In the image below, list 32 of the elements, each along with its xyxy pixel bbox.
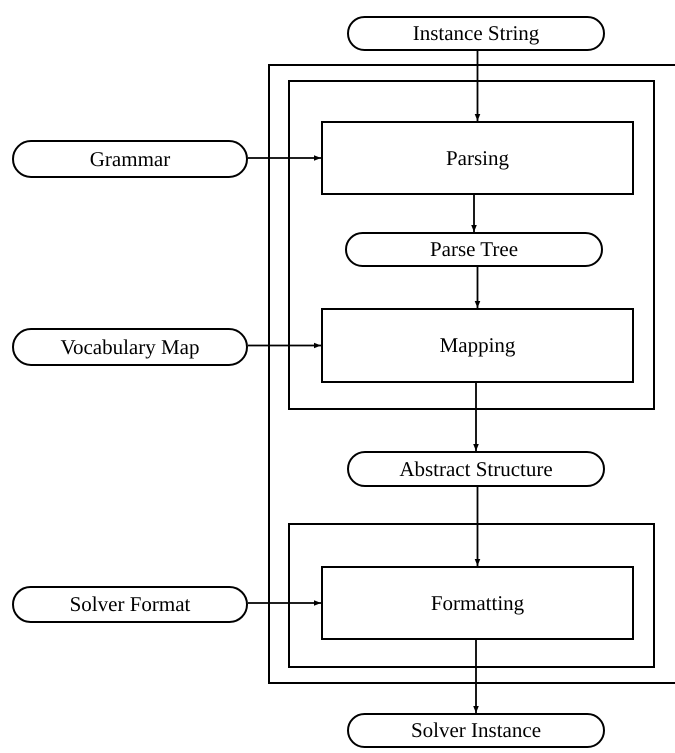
group-frame <box>288 523 655 668</box>
node-label: Solver Format <box>70 592 190 617</box>
data-terminal <box>12 586 248 623</box>
data-terminal <box>12 140 248 178</box>
data-terminal <box>347 713 605 748</box>
node-label: Parsing <box>446 146 509 170</box>
arrow <box>248 342 321 348</box>
data-terminal <box>345 232 603 267</box>
node-label: Solver Instance <box>410 718 542 743</box>
arrow <box>474 267 480 308</box>
data-terminal <box>347 451 605 487</box>
arrow <box>474 487 480 566</box>
process-box <box>321 308 634 383</box>
data-terminal <box>347 16 605 51</box>
process-box <box>321 121 634 195</box>
node-label: Vocabulary Map <box>60 334 200 360</box>
arrow <box>474 51 480 121</box>
arrow <box>248 600 321 606</box>
node-label: Instance String <box>412 21 540 46</box>
node-label: Grammar <box>90 146 170 172</box>
data-terminal <box>12 328 248 366</box>
arrow <box>473 383 479 451</box>
arrow <box>473 640 479 713</box>
node-label: Formatting <box>430 590 524 616</box>
node-label: Mapping <box>440 333 516 358</box>
group-frame <box>268 64 675 684</box>
arrow <box>248 155 321 161</box>
group-frame <box>288 80 655 410</box>
node-label: Abstract Structure <box>399 456 553 482</box>
process-box <box>321 566 634 640</box>
arrow <box>471 195 477 232</box>
node-label: Parse Tree <box>430 237 518 262</box>
